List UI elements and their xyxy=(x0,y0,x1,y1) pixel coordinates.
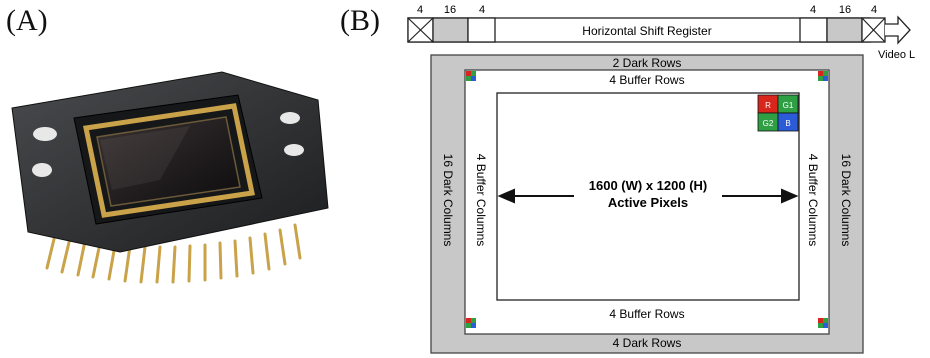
corner-bayer-icon xyxy=(466,71,476,81)
mount-hole-icon xyxy=(32,163,52,177)
bayer-b-label: B xyxy=(785,119,790,128)
sensor-layout-diagram: 4 16 4 4 16 4 Horizontal Shift Register … xyxy=(407,4,915,354)
bottom-buffer-rows-label: 4 Buffer Rows xyxy=(609,307,684,321)
mount-hole-icon xyxy=(284,144,304,156)
gold-bond-frame xyxy=(83,103,255,218)
right-dark-columns-label: 16 Dark Columns xyxy=(839,154,853,247)
bayer-g2-label: G2 xyxy=(763,119,774,128)
panel-label-a: (A) xyxy=(6,4,48,37)
ccd-chip-illustration xyxy=(11,71,329,284)
active-pixels-label: Active Pixels xyxy=(608,195,688,210)
shift-register-cell-label: 16 xyxy=(444,4,456,16)
left-buffer-columns-label: 4 Buffer Columns xyxy=(474,154,488,247)
bayer-pattern xyxy=(757,94,799,132)
corner-bayer-icon xyxy=(818,71,828,81)
video-output-label: Video L xyxy=(878,49,915,61)
bottom-dark-rows-label: 4 Dark Rows xyxy=(613,336,682,350)
shift-register-cell-label: 4 xyxy=(479,4,485,16)
shift-register-cell-label: 4 xyxy=(810,4,816,16)
right-buffer-columns-label: 4 Buffer Columns xyxy=(806,154,820,247)
shift-register-cell-label: 4 xyxy=(417,4,423,16)
shift-register-cell-label: 16 xyxy=(839,4,851,16)
output-arrow-icon xyxy=(885,15,911,45)
left-dark-columns-label: 16 Dark Columns xyxy=(441,154,455,247)
mount-hole-icon xyxy=(280,112,300,124)
active-dimensions-label: 1600 (W) x 1200 (H) xyxy=(589,178,708,193)
bayer-g1-label: G1 xyxy=(783,101,794,110)
shift-register-title: Horizontal Shift Register xyxy=(582,24,711,38)
width-arrow-icon xyxy=(497,188,799,204)
panel-label-b: (B) xyxy=(340,4,380,37)
shift-register-cell-label: 4 xyxy=(871,4,877,16)
top-buffer-rows-label: 4 Buffer Rows xyxy=(609,73,684,87)
bayer-r-label: R xyxy=(765,101,771,110)
top-dark-rows-label: 2 Dark Rows xyxy=(613,56,682,70)
mount-hole-icon xyxy=(33,127,57,141)
corner-bayer-icon xyxy=(466,318,476,328)
corner-bayer-icon xyxy=(818,318,828,328)
sensor-die xyxy=(96,116,241,207)
horizontal-shift-register xyxy=(407,15,911,45)
